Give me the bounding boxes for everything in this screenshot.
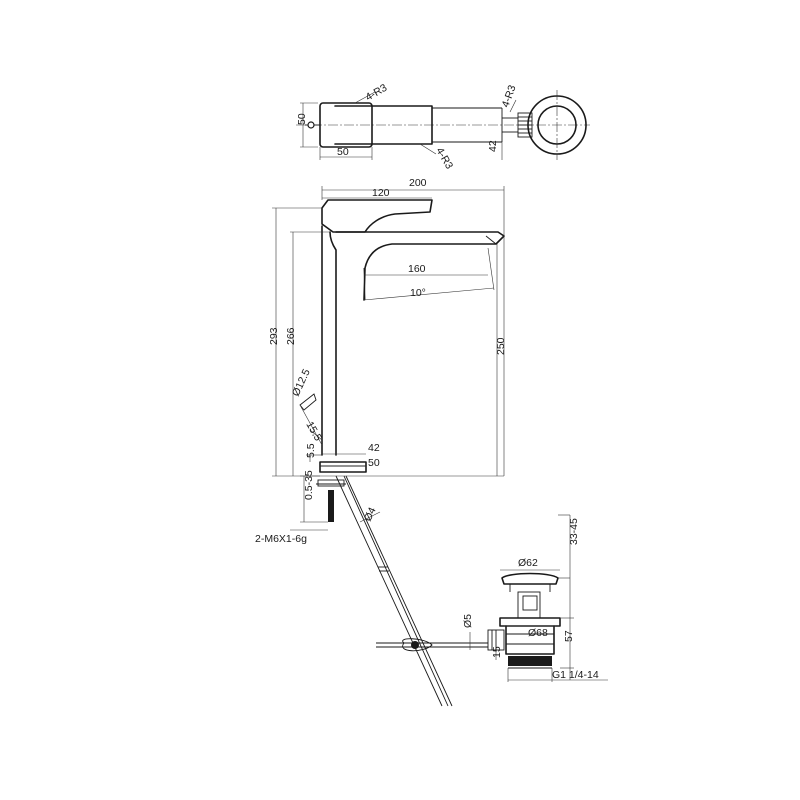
top-view: 50 50 4-R3 4-R3 4-R3 42: [296, 82, 590, 172]
faucet-body: [321, 199, 433, 233]
side-hose-len-label: 15.5: [303, 420, 324, 444]
side-total-length-label: 200: [409, 177, 427, 189]
drain-pivot: [411, 641, 419, 649]
drain-cap-dia-label: Ø62: [518, 557, 538, 569]
side-outlet-height-label: 250: [495, 337, 507, 355]
side-adjust-range-label: 0.5-35: [303, 470, 315, 500]
top-radius-left-label: 4-R3: [364, 82, 390, 104]
top-thickness-42-label: 42: [487, 140, 499, 152]
side-base-width-label: 50: [368, 457, 380, 469]
drain-thread-label: G1 1/4-14: [552, 669, 599, 681]
top-radius-right-label: 4-R3: [500, 83, 519, 109]
drain-thread: [508, 656, 552, 669]
drain-assembly: Ø62 Ø68 33-45 57 Ø5 15 G1 1/4-14: [376, 514, 608, 682]
side-spout-reach-label: 160: [408, 263, 426, 275]
side-total-height-label: 293: [268, 327, 280, 345]
drain-side-gap-label: 15: [491, 646, 503, 658]
drain-flange-dia-label: Ø68: [528, 627, 548, 639]
side-spout-angle-label: 10°: [410, 287, 426, 299]
top-knob: [307, 121, 315, 129]
drain-collar: [522, 595, 538, 611]
drain-pin-dia-label: Ø5: [462, 614, 474, 628]
side-body-width-label: 42: [368, 442, 380, 454]
top-radius-bottom-label: 4-R3: [433, 146, 455, 172]
drain-cap: [501, 572, 559, 585]
faucet-spout: [335, 231, 505, 301]
side-body-height-label: 266: [285, 327, 297, 345]
drain-flange: [499, 617, 561, 627]
pull-rod: [335, 475, 453, 707]
top-height-50-label: 50: [296, 113, 308, 125]
mounting-stud: [328, 490, 334, 522]
drain-height-label: 57: [563, 630, 575, 642]
side-handle-length-label: 120: [372, 187, 390, 199]
side-rod-dia-label: Ø4: [362, 505, 379, 523]
side-studs-label: 2-M6X1-6g: [255, 533, 307, 545]
top-width-50-label: 50: [337, 146, 349, 158]
faucet-base: [319, 461, 367, 473]
side-view: 200 120 160 10° 293 266 250 Ø12.5 15.5 5…: [255, 177, 507, 707]
top-spout-body: [334, 105, 433, 145]
side-base-gap-label: 5.5: [305, 443, 317, 458]
drain-stroke-range-label: 33-45: [568, 518, 580, 545]
